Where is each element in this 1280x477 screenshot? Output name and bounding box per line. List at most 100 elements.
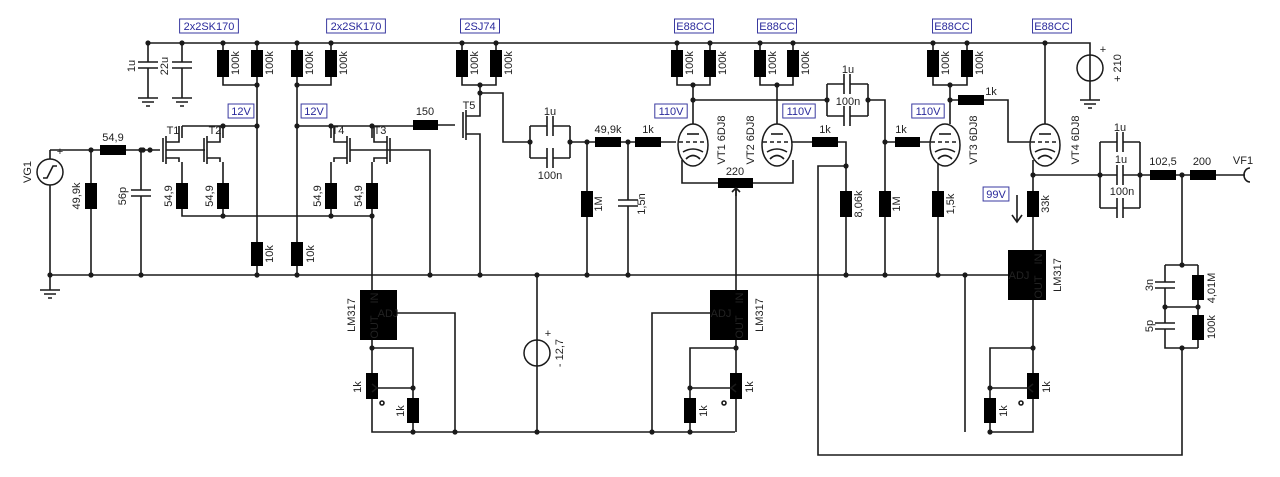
resistor-54-9 <box>176 183 188 209</box>
label-r-1m: 1M <box>593 196 605 211</box>
label-r-4m01: 4,01M <box>1206 273 1218 304</box>
junction-dot <box>790 40 796 46</box>
resistor-200 <box>1190 170 1216 180</box>
label-r-100k: 100k <box>469 51 481 75</box>
junction-dot <box>1042 40 1048 46</box>
junction-dot <box>294 82 300 88</box>
junction-dot <box>625 272 631 278</box>
label-c-in: 56p <box>117 187 129 205</box>
junction-dot <box>47 272 53 278</box>
junction-dot <box>567 139 573 145</box>
junction-dot <box>882 139 888 145</box>
resistor-100k <box>754 50 766 77</box>
label-r-49k9: 49,9k <box>595 124 622 136</box>
junction-dot <box>294 272 300 278</box>
junction-dot <box>138 272 144 278</box>
capacitor-3n <box>1155 281 1175 289</box>
pot-marker <box>379 400 385 406</box>
junction-dot <box>947 97 953 103</box>
label-r-100k: 100k <box>767 51 779 75</box>
resistor-100k <box>927 50 939 77</box>
tube-cathode <box>1034 148 1056 160</box>
label-r-1k: 1k <box>985 86 997 98</box>
label-r-src: 54,9 <box>163 185 175 206</box>
capacitor-1u <box>546 116 554 136</box>
resistor-54-9 <box>100 145 126 155</box>
junction-dot <box>882 272 888 278</box>
capacitor-1u <box>1116 165 1124 185</box>
junction-dot <box>1097 172 1103 178</box>
label-r-src: 54,9 <box>353 185 365 206</box>
label-plus-sign: + <box>545 328 551 340</box>
junction-dot <box>935 272 941 278</box>
tube-envelope <box>1029 123 1061 167</box>
label-c-1n5: 1,5n <box>636 193 648 214</box>
tag-box <box>654 103 688 119</box>
label-t4: T4 <box>332 125 345 137</box>
fet-symbol <box>203 126 221 164</box>
wiper-arrow <box>729 383 737 393</box>
resistor-100k <box>1192 315 1204 340</box>
label-cc-100n: 100n <box>538 170 562 182</box>
ground-icon <box>172 97 192 107</box>
junction-dot <box>477 82 483 88</box>
junction-dot <box>254 272 260 278</box>
label-cc-1u: 1u <box>544 106 556 118</box>
wiper-arrow <box>371 383 379 393</box>
label-cc-1u: 1u <box>842 64 854 76</box>
label-r-100k: 100k <box>717 51 729 75</box>
tube-cathode <box>934 148 956 160</box>
label-vt2: VT2 6DJ8 <box>745 116 757 165</box>
label-r-100k: 100k <box>264 51 276 75</box>
resistor-49-9k <box>595 137 621 147</box>
label-vf1: VF1 <box>1233 155 1253 167</box>
junction-dot <box>674 40 680 46</box>
junction-dot <box>1195 304 1201 310</box>
label-pin-adj: ADJ <box>378 308 399 320</box>
junction-dot <box>1179 172 1185 178</box>
label-vt3: E88CC <box>934 21 970 33</box>
label-vt1: VT1 6DJ8 <box>716 116 728 165</box>
voltage-arrow <box>1011 195 1023 224</box>
junction-dot <box>964 40 970 46</box>
resistor-1k <box>984 398 996 423</box>
potentiometer-1k <box>730 373 742 399</box>
resistor-8-06k <box>840 191 852 217</box>
label-vt1: E88CC <box>676 21 712 33</box>
ground-icon <box>138 97 158 107</box>
label-pin-out: OUT <box>1033 275 1045 299</box>
label-vt3: 110V <box>916 106 942 118</box>
label-t3: T3 <box>374 125 387 137</box>
junction-dot <box>625 139 631 145</box>
label-q2: 2x2SK170 <box>331 21 382 33</box>
label-r-100k: 100k <box>503 51 515 75</box>
label-r-100k: 100k <box>940 51 952 75</box>
junction-dot <box>947 82 953 88</box>
junction-dot <box>584 272 590 278</box>
junction-dot <box>649 429 655 435</box>
tube-envelope <box>761 123 793 167</box>
tag-box <box>460 18 500 34</box>
junction-dot <box>534 429 540 435</box>
junction-dot <box>843 272 849 278</box>
junction-dot <box>220 123 226 129</box>
tag-box <box>674 18 714 34</box>
label-r-100k: 100k <box>974 51 986 75</box>
label-q1: 2x2SK170 <box>184 21 235 33</box>
label-r-1k: 1k <box>819 124 831 136</box>
label-plus-sign: + <box>57 146 63 158</box>
tube-vt2 <box>761 123 793 167</box>
resistor-54-9 <box>325 183 337 209</box>
resistor-1k <box>812 137 838 147</box>
junction-dot <box>369 345 375 351</box>
capacitor-100n <box>1116 198 1124 218</box>
resistor-100k <box>490 50 502 77</box>
resistor-102-5 <box>1150 170 1176 180</box>
label-t2: 12V <box>231 106 251 118</box>
label-vt4: 99V <box>986 189 1006 201</box>
label-r-src: 54,9 <box>204 185 216 206</box>
capacitor-22u <box>172 61 192 69</box>
junction-dot <box>254 82 260 88</box>
